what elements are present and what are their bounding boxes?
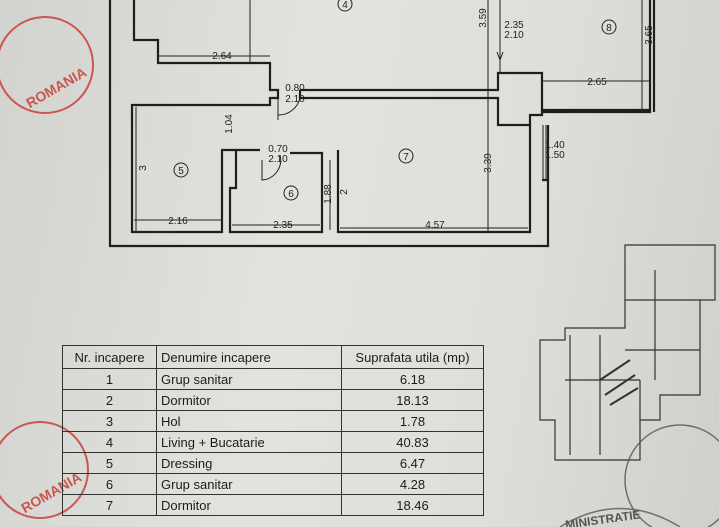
dim-label: 2.10 <box>285 94 305 105</box>
cell-room-name: Hol <box>156 410 342 432</box>
cell-area: 1.78 <box>341 410 484 432</box>
header-area: Suprafata utila (mp) <box>341 345 484 369</box>
dim-label: 1.50 <box>545 150 565 161</box>
wall-upper-left <box>130 0 280 234</box>
cell-area: 18.13 <box>341 389 484 411</box>
cell-room-number: 3 <box>62 410 157 432</box>
cell-area: 18.46 <box>341 494 484 516</box>
cell-area: 6.18 <box>341 368 484 390</box>
dim-label: 2 <box>339 189 350 195</box>
wall-room7 <box>336 125 532 234</box>
dim-label: 2.35 <box>504 20 524 31</box>
dim-label: 4.57 <box>425 220 445 231</box>
dim-label: 2.35 <box>273 220 293 231</box>
dim-label: 2.65 <box>587 77 607 88</box>
wall-right <box>542 0 652 182</box>
dim-label: 1.88 <box>323 184 334 204</box>
dim-label: 3.39 <box>483 153 494 173</box>
dim-label: 3 <box>138 165 149 171</box>
room-number-8: 8 <box>606 23 612 34</box>
dim-label: 1.04 <box>224 114 235 134</box>
dim-label: 2.64 <box>212 51 232 62</box>
dim-label: 2.10 <box>268 154 288 165</box>
cell-room-number: 4 <box>62 431 157 453</box>
cell-room-name: Grup sanitar <box>156 473 342 495</box>
dim-label: 3.65 <box>644 25 655 45</box>
cell-room-number: 6 <box>62 473 157 495</box>
dim-label: 0.80 <box>285 83 305 94</box>
room-number-6: 6 <box>288 189 294 200</box>
cell-room-name: Dormitor <box>156 494 342 516</box>
wall-room6 <box>228 150 324 234</box>
room-number-7: 7 <box>403 152 409 163</box>
cell-room-number: 7 <box>62 494 157 516</box>
table-header-row: Nr. incapere Denumire incapere Suprafata… <box>62 345 484 369</box>
stamp-top-left: ROMANIA <box>0 16 94 114</box>
cell-room-number: 5 <box>62 452 157 474</box>
header-room-name: Denumire incapere <box>156 345 342 369</box>
outer-wall <box>108 0 550 248</box>
dim-label: 3.59 <box>478 8 489 28</box>
room-number-5: 5 <box>178 166 184 177</box>
dim-label: 2.16 <box>168 216 188 227</box>
cell-room-number: 1 <box>62 368 157 390</box>
cell-room-name: Grup sanitar <box>156 368 342 390</box>
cell-room-name: Living + Bucatarie <box>156 431 342 453</box>
dim-label: 1.40 <box>545 140 565 151</box>
cell-area: 6.47 <box>341 452 484 474</box>
cell-room-name: Dormitor <box>156 389 342 411</box>
header-room-number: Nr. incapere <box>62 345 157 369</box>
dim-label: 0.70 <box>268 144 288 155</box>
cell-area: 40.83 <box>341 431 484 453</box>
cell-room-number: 2 <box>62 389 157 411</box>
building-key-plan <box>539 244 716 461</box>
room-area-table: Nr. incapere Denumire incapere Suprafata… <box>62 345 484 516</box>
dim-label: 2.10 <box>504 30 524 41</box>
room-number-4: 4 <box>342 0 348 11</box>
cell-area: 4.28 <box>341 473 484 495</box>
wall-hall <box>298 71 544 127</box>
stamp-text: ROMANIA <box>23 64 89 111</box>
cell-room-name: Dressing <box>156 452 342 474</box>
